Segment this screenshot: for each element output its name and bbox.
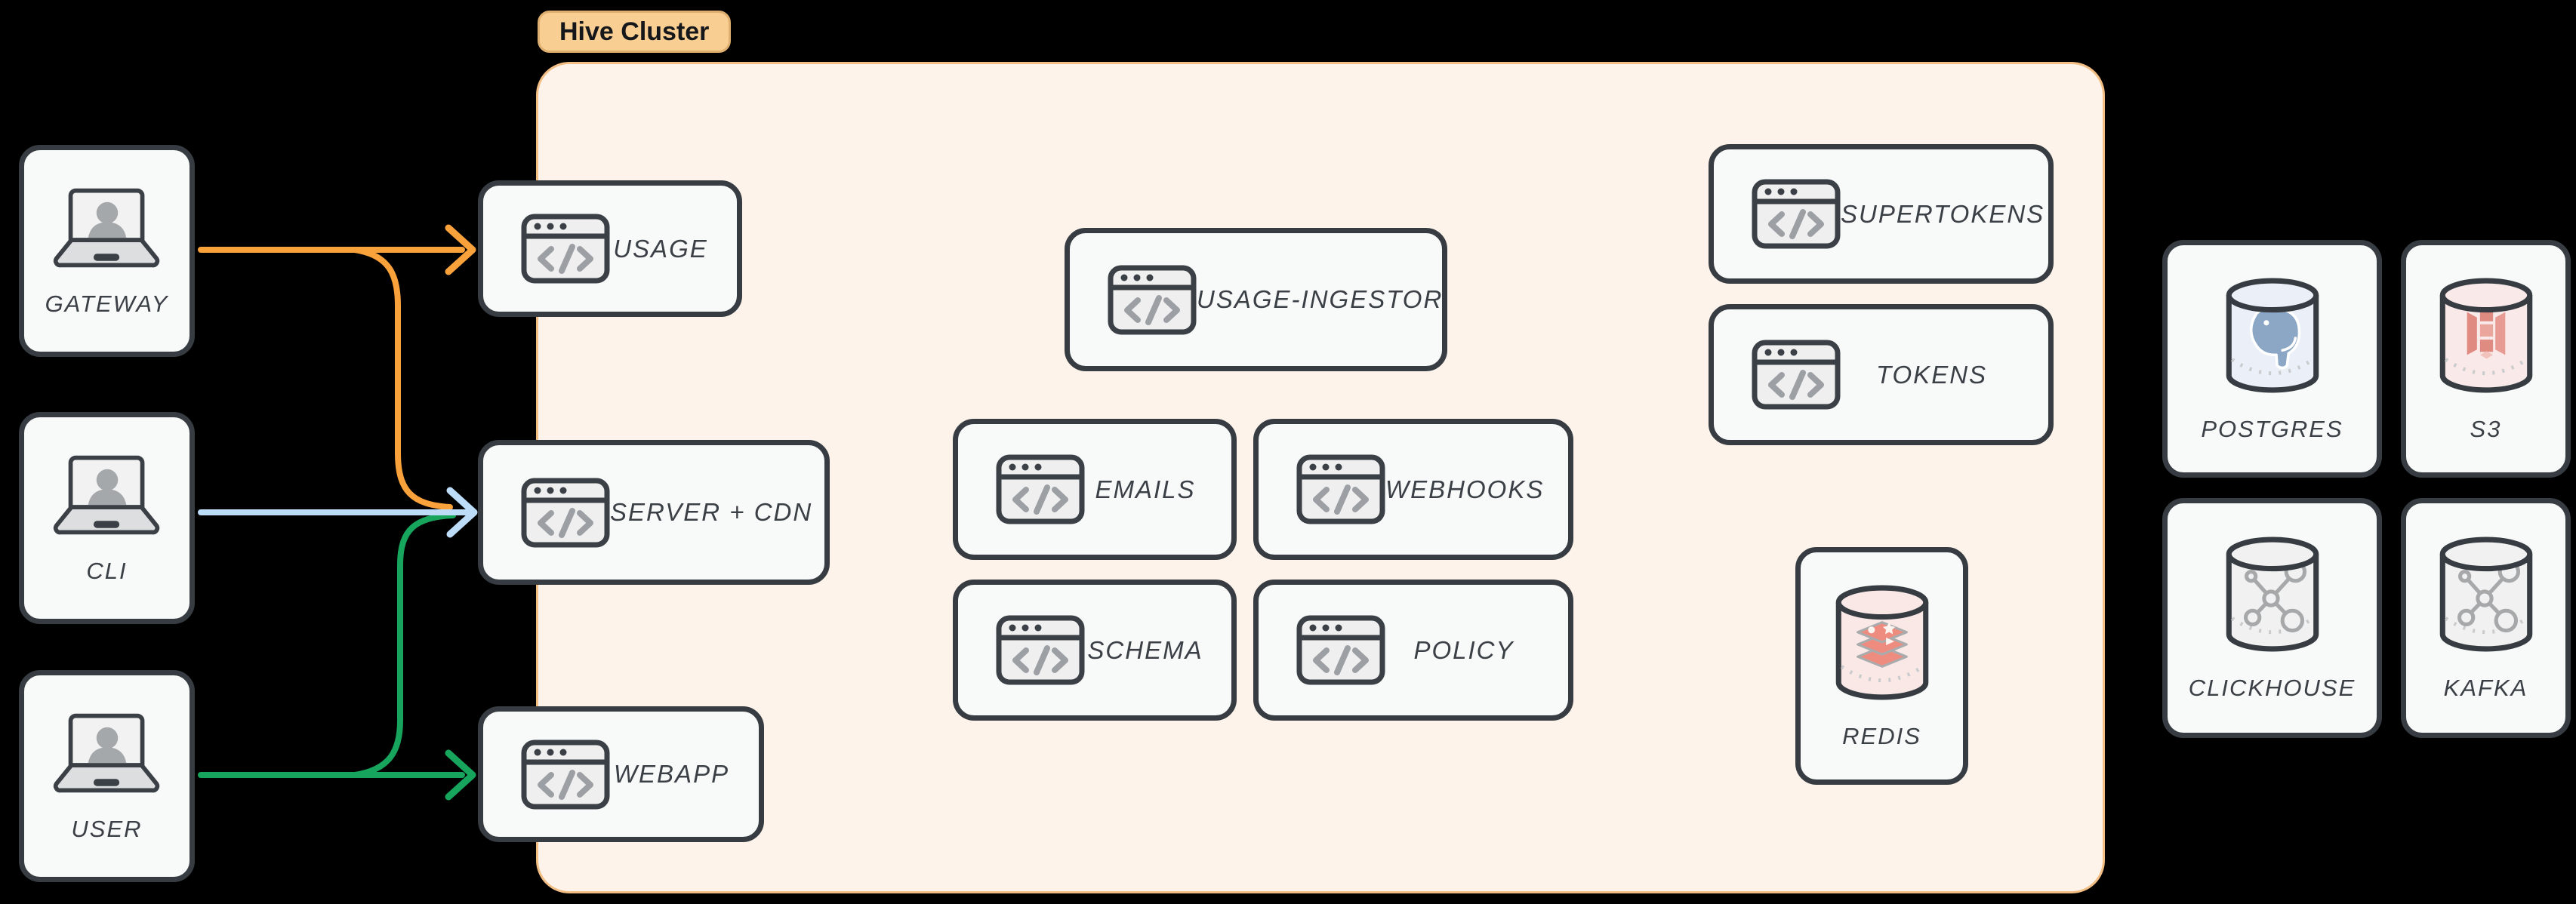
- code-window-icon: [996, 454, 1085, 524]
- code-window-icon: [521, 478, 610, 548]
- node-label: KAFKA: [2443, 675, 2528, 701]
- node-label: USAGE: [613, 234, 708, 263]
- edge-gateway-server: [352, 247, 453, 510]
- code-window-icon: [1752, 179, 1841, 249]
- code-window-icon: [521, 739, 610, 810]
- node-label: S3: [2470, 415, 2502, 442]
- code-window-icon: [1108, 265, 1197, 335]
- node-user: USER: [19, 670, 195, 882]
- node-label: USER: [71, 815, 143, 842]
- edge-gateway-usage-arrowhead: [445, 224, 476, 275]
- node-kafka: KAFKA: [2401, 498, 2571, 738]
- node-label: SUPERTOKENS: [1841, 199, 2045, 228]
- laptop-user-icon: [50, 452, 165, 538]
- clickhouse-database-icon: [2223, 534, 2322, 655]
- kafka-database-icon: [2436, 534, 2536, 655]
- code-window-icon: [1296, 615, 1385, 685]
- laptop-user-icon: [50, 185, 165, 271]
- node-supertokens: SUPERTOKENS: [1709, 144, 2054, 284]
- node-label: SERVER + CDN: [610, 498, 813, 526]
- code-window-icon: [521, 214, 610, 284]
- node-label: CLICKHOUSE: [2188, 675, 2356, 701]
- laptop-user-icon: [50, 710, 165, 796]
- node-webapp: WEBAPP: [478, 706, 764, 842]
- node-redis: REDIS: [1795, 547, 1968, 785]
- edge-user-server: [352, 512, 456, 778]
- node-usage: USAGE: [478, 180, 742, 317]
- node-label: POSTGRES: [2201, 415, 2343, 442]
- node-webhooks: WEBHOOKS: [1253, 419, 1573, 560]
- redis-database-icon: [1832, 583, 1932, 703]
- node-label: WEBAPP: [613, 760, 730, 788]
- code-window-icon: [1752, 340, 1841, 410]
- node-label: USAGE-INGESTOR: [1197, 285, 1444, 313]
- node-label: REDIS: [1842, 722, 1921, 749]
- node-label: GATEWAY: [45, 290, 169, 317]
- node-postgres: POSTGRES: [2162, 240, 2382, 478]
- hive-cluster-label: Hive Cluster: [538, 11, 732, 53]
- edge-cli-server-arrowhead: [446, 487, 478, 538]
- node-label: EMAILS: [1095, 475, 1196, 503]
- node-usage-ingestor: USAGE-INGESTOR: [1065, 228, 1447, 371]
- node-cli: CLI: [19, 412, 195, 624]
- code-window-icon: [1296, 454, 1385, 524]
- node-label: CLI: [86, 557, 128, 584]
- node-server-cdn: SERVER + CDN: [478, 440, 830, 585]
- node-s3: S3: [2401, 240, 2571, 478]
- node-label: TOKENS: [1875, 360, 1988, 389]
- node-policy: POLICY: [1253, 580, 1573, 721]
- node-emails: EMAILS: [953, 419, 1237, 560]
- edge-user-webapp-arrowhead: [445, 749, 476, 801]
- node-clickhouse: CLICKHOUSE: [2162, 498, 2382, 738]
- node-schema: SCHEMA: [953, 580, 1237, 721]
- node-label: POLICY: [1413, 635, 1514, 664]
- postgres-database-icon: [2223, 275, 2322, 396]
- s3-database-icon: [2436, 275, 2536, 396]
- node-label: SCHEMA: [1087, 635, 1203, 664]
- node-tokens: TOKENS: [1709, 304, 2054, 445]
- code-window-icon: [996, 615, 1085, 685]
- node-gateway: GATEWAY: [19, 145, 195, 357]
- node-label: WEBHOOKS: [1385, 475, 1545, 503]
